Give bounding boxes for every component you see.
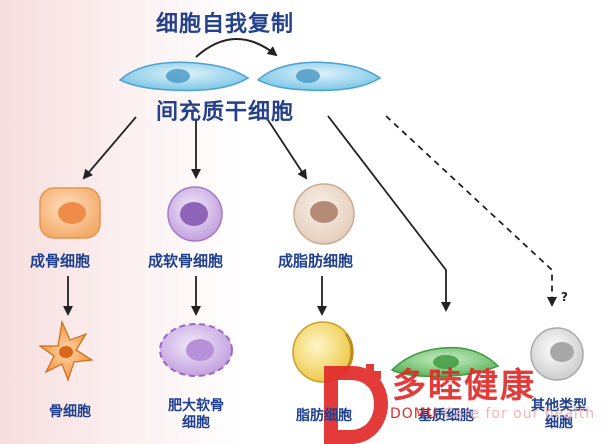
osteocyte-label: 骨细胞 [40,404,100,421]
other-cell-label: 其他类型 细胞 [524,398,594,432]
watermark-en: DOMU Care for our health [390,406,595,422]
osteoblast-label: 成骨细胞 [30,252,91,270]
watermark-name-en: DOMU [390,406,439,422]
other-cell-label-line1: 其他类型 [531,398,587,414]
domu-logo-icon [324,364,388,444]
watermark-name-cn: 多睦健康 [392,366,536,406]
stromal-cell [390,346,500,378]
arrow-to-adipoblast [267,119,308,180]
stem-cell-label: 间充质干细胞 [156,100,295,125]
stem-cell-right [256,61,382,92]
osteocyte-cell [38,319,94,382]
stromal-label: 基质细胞 [408,408,484,425]
osteoblast-cell [39,187,101,239]
arrow-to-other-dashed [385,115,557,307]
watermark-tagline: Care for our health [443,406,596,422]
other-cell-label-line2: 细胞 [545,415,573,431]
arrow-to-stromal [327,115,451,312]
adipoblast-label: 成脂肪细胞 [278,252,354,270]
osteocyte-label-line1: 骨细胞 [49,404,91,420]
question-mark: ? [561,290,568,304]
chondroblast-cell [167,186,223,242]
chondroblast-label: 成软骨细胞 [148,252,224,270]
hypertrophic-label-line1: 肥大软骨 [168,398,224,414]
other-cell [530,327,584,381]
adipoblast-cell [293,183,355,245]
stem-cell-left [118,61,250,92]
hypertrophic-label-line2: 细胞 [182,415,210,431]
self-replication-arrow [195,38,278,58]
diagram-title: 细胞自我复制 [156,12,295,37]
arrow-to-osteoblast [82,116,137,180]
hypertrophic-label: 肥大软骨 细胞 [158,398,234,432]
stromal-label-line1: 基质细胞 [418,408,474,424]
fat-cell-label: 脂肪细胞 [286,408,362,425]
hypertrophic-chondrocyte-cell [159,323,233,377]
fat-cell-label-line1: 脂肪细胞 [296,408,352,424]
